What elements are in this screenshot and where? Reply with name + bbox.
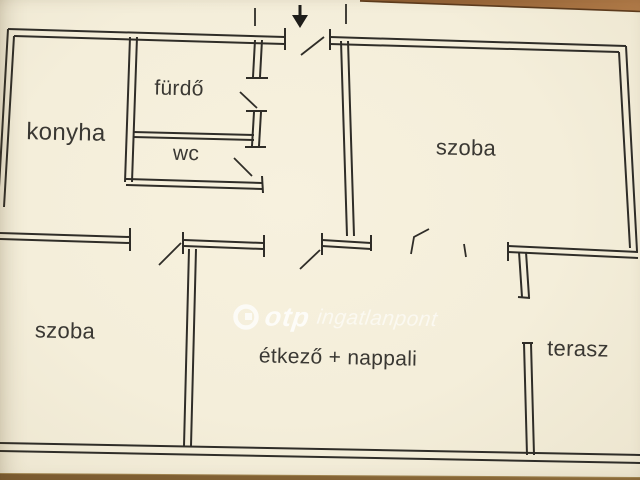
otp-logo-icon bbox=[233, 304, 259, 330]
door-swing-entrance bbox=[300, 36, 325, 56]
wall-hall-right bbox=[321, 40, 372, 255]
wall-wc-bottom bbox=[125, 175, 264, 194]
door-swing-hall bbox=[299, 249, 321, 270]
room-label-szoba-top: szoba bbox=[435, 134, 497, 161]
room-label-terasz: terasz bbox=[546, 335, 610, 362]
room-label-wc: wc bbox=[172, 141, 200, 166]
door-swing-szoba-bottom bbox=[158, 242, 182, 266]
wall-terasz-top bbox=[507, 242, 639, 299]
door-mark-v bbox=[410, 228, 430, 255]
wall-stub-furdo-door bbox=[246, 39, 268, 79]
room-label-szoba-bottom: szoba bbox=[34, 317, 96, 344]
room-label-konyha: konyha bbox=[26, 118, 106, 147]
opening-tick bbox=[463, 243, 467, 258]
wall-konyha-furdo bbox=[124, 36, 138, 183]
room-label-furdo: fürdő bbox=[154, 76, 204, 101]
outer-wall-right bbox=[618, 45, 638, 252]
table-edge-bottom bbox=[0, 473, 640, 480]
outer-wall-left bbox=[0, 28, 15, 208]
table-edge-top bbox=[359, 0, 640, 13]
door-swing-wc bbox=[233, 157, 253, 177]
wall-center-segment bbox=[182, 232, 265, 257]
door-swing-furdo bbox=[239, 91, 258, 109]
wall-szoba-etkezo bbox=[183, 248, 197, 447]
entrance-arrow-icon bbox=[292, 5, 308, 28]
door-marks bbox=[158, 4, 467, 270]
outer-wall-bottom bbox=[0, 442, 640, 464]
room-label-etkezo-nappali: étkező + nappali bbox=[258, 344, 418, 371]
wall-szoba-bottom-top bbox=[0, 228, 131, 251]
walls bbox=[0, 28, 640, 464]
wall-furdo-wc bbox=[132, 131, 255, 141]
wall-terasz-left bbox=[522, 342, 535, 456]
wall-stub-wc-door bbox=[245, 110, 267, 148]
outer-wall-top bbox=[7, 28, 627, 53]
